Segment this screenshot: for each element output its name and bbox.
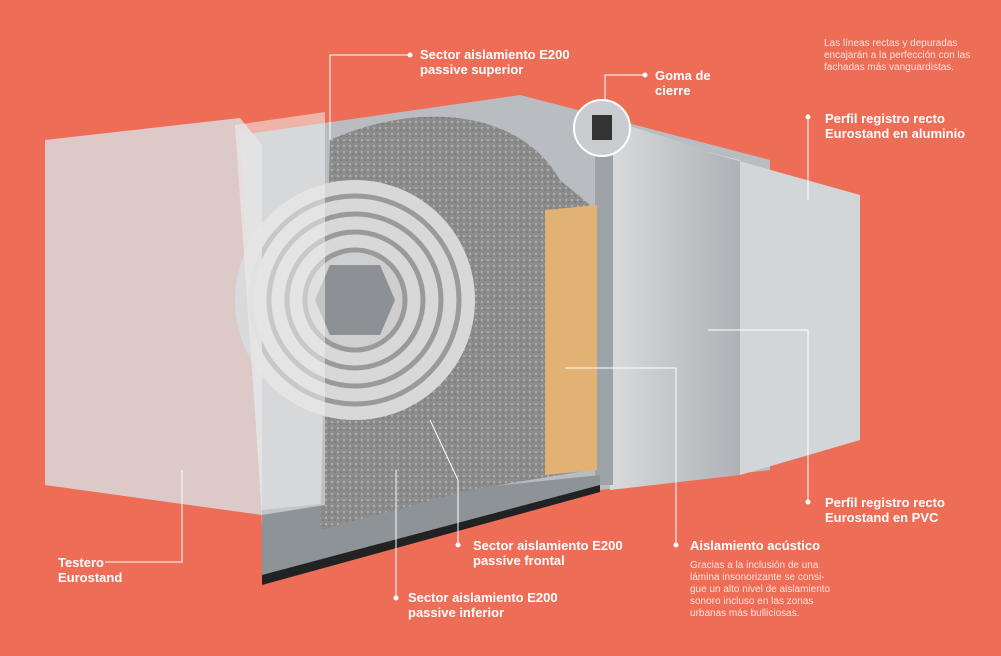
end-cap xyxy=(45,118,262,515)
label-aislamiento-acustico: Aislamiento acústico xyxy=(690,538,821,553)
leader-lines xyxy=(105,54,809,598)
acoustic-panel xyxy=(545,205,597,475)
pvc-profile xyxy=(595,115,613,485)
aluminium-profile xyxy=(610,120,740,490)
